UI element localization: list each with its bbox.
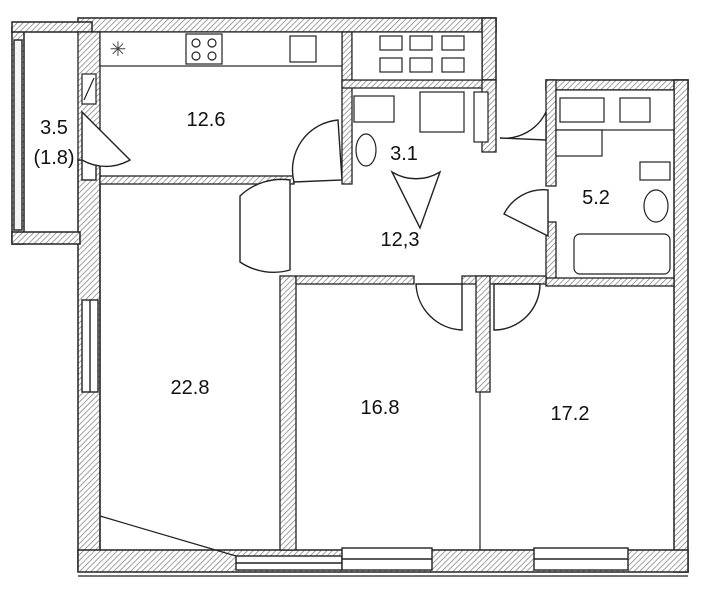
wall-bath-top: [545, 79, 689, 91]
door-kitchen: [291, 119, 343, 183]
wall-bath2-bottom: [545, 277, 675, 287]
door-bath-large: [503, 189, 549, 238]
wall-bedroom2-top: [461, 275, 547, 285]
bidet-icon: [639, 161, 671, 181]
window-balcony: [13, 39, 23, 231]
wall-top-right-stub: [481, 17, 497, 81]
bath-small-fixtures: [351, 31, 489, 167]
door-bedroom-right: [493, 283, 541, 331]
room-label-bathroom-small: 3.1: [390, 143, 418, 165]
room-label-bedroom-right: 17.2: [551, 403, 590, 425]
door-balcony: [81, 110, 132, 168]
room-label-hallway: 12,3: [381, 229, 420, 251]
door-bath-small: [390, 170, 442, 230]
kitchen-fixtures: ✳: [81, 31, 343, 105]
room-label-bathroom-large: 5.2: [582, 187, 610, 209]
toilet-large-icon: [643, 189, 669, 223]
washer-icon: [555, 129, 603, 157]
room-label-living-room: 22.8: [171, 377, 210, 399]
partition-lines: [78, 184, 688, 577]
room-label-bedroom-middle: 16.8: [361, 397, 400, 419]
sink-icon: [289, 35, 317, 63]
toilet-icon: [355, 133, 377, 167]
room-sublabel-balcony: (1.8): [33, 147, 74, 169]
windows: [13, 39, 629, 571]
door-living: [239, 178, 291, 273]
balcony-wall-top: [11, 21, 93, 33]
door-bedroom-middle: [415, 283, 463, 331]
bathtub-icon: [573, 233, 671, 275]
room-label-balcony: 3.5: [40, 117, 68, 139]
balcony-wall-bottom: [11, 231, 81, 245]
wall-living-bedroom: [279, 275, 297, 551]
room-labels: 3.5 (1.8) 12.6 3.1 12,3 5.2 22.8 16.8 17…: [33, 109, 609, 425]
towel-rail-icon: [473, 91, 489, 143]
door-swings: [81, 110, 549, 331]
wall-right: [673, 79, 689, 573]
stove-icon: [185, 33, 223, 65]
wall-bath-top-inner: [341, 79, 497, 89]
bath-large-fixtures: [555, 89, 675, 275]
wall-kitchen-bath: [341, 31, 353, 185]
fan-icon: ✳: [110, 37, 127, 61]
wall-top-left: [77, 17, 497, 33]
shower-icon: [419, 91, 465, 133]
wall-bedroom-top: [295, 275, 415, 285]
door-hallway-right: [499, 111, 547, 141]
wall-bath2-left-top: [545, 79, 557, 187]
washbasin-icon: [353, 95, 395, 123]
wall-bedrooms-divider: [475, 275, 491, 393]
room-label-kitchen: 12.6: [187, 109, 226, 131]
